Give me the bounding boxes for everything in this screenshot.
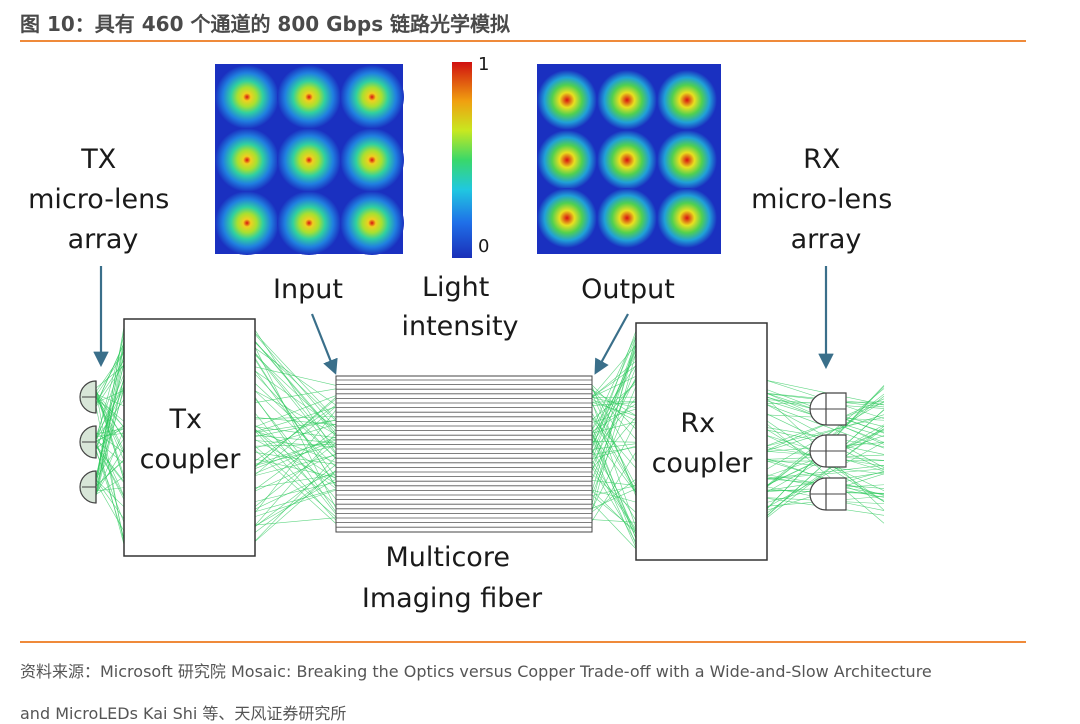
colorbar-min-label: 0 — [478, 236, 489, 257]
output-spot — [657, 70, 717, 130]
input-intensity-map — [215, 64, 404, 255]
input-spot — [340, 191, 404, 255]
rx-coupler-box — [635, 322, 768, 561]
output-spot — [597, 130, 657, 190]
input-spot — [215, 65, 279, 129]
tx-emitter-lens — [79, 380, 97, 414]
output-spot — [537, 188, 597, 248]
tx-emitter-lens — [79, 470, 97, 504]
output-spot — [597, 70, 657, 130]
input-label: Input — [273, 274, 343, 305]
tx-coupler-label: Tx coupler — [140, 404, 242, 475]
source-line-2: and MicroLEDs Kai Shi 等、天风证券研究所 — [20, 704, 347, 723]
intensity-colorbar: 1 0 — [452, 54, 489, 258]
tx-coupler-box — [123, 318, 256, 557]
input-spot — [215, 191, 279, 255]
bottom-rule — [20, 641, 1026, 643]
output-spot — [657, 130, 717, 190]
colorbar-max-label: 1 — [478, 54, 489, 75]
output-intensity-map — [537, 64, 721, 254]
input-spot — [277, 65, 341, 129]
input-arrow — [310, 313, 338, 375]
rx-array-label: RX micro-lens array — [751, 144, 901, 255]
rx-micro-lens-array — [809, 392, 847, 511]
fiber-label: Multicore Imaging fiber — [362, 542, 543, 614]
multicore-fiber — [335, 375, 593, 533]
output-spot — [597, 188, 657, 248]
input-spot — [340, 65, 404, 129]
input-spot — [277, 128, 341, 192]
rx-detector-lens — [809, 477, 847, 511]
rx-detector-lens — [809, 434, 847, 468]
rx-coupler-label: Rx coupler — [652, 408, 754, 479]
input-spot — [340, 128, 404, 192]
output-spot — [537, 70, 597, 130]
output-arrow — [594, 313, 629, 375]
tx-array-label: TX micro-lens array — [28, 144, 178, 255]
output-label: Output — [581, 274, 675, 305]
tx-emitter-lens — [79, 425, 97, 459]
light-intensity-label: Light intensity — [401, 272, 518, 342]
input-spot — [215, 128, 279, 192]
source-line-1: 资料来源：Microsoft 研究院 Mosaic: Breaking the … — [20, 662, 932, 681]
output-spot — [537, 130, 597, 190]
output-spot — [657, 188, 717, 248]
figure-title: 图 10：具有 460 个通道的 800 Gbps 链路光学模拟 — [20, 12, 511, 36]
rx-detector-lens — [809, 392, 847, 426]
tx-micro-lens-array — [79, 380, 97, 504]
top-rule — [20, 40, 1026, 42]
input-spot — [277, 191, 341, 255]
optical-link-diagram: 1 0 TX micro-lens array RX micro-lens ar… — [28, 54, 901, 614]
